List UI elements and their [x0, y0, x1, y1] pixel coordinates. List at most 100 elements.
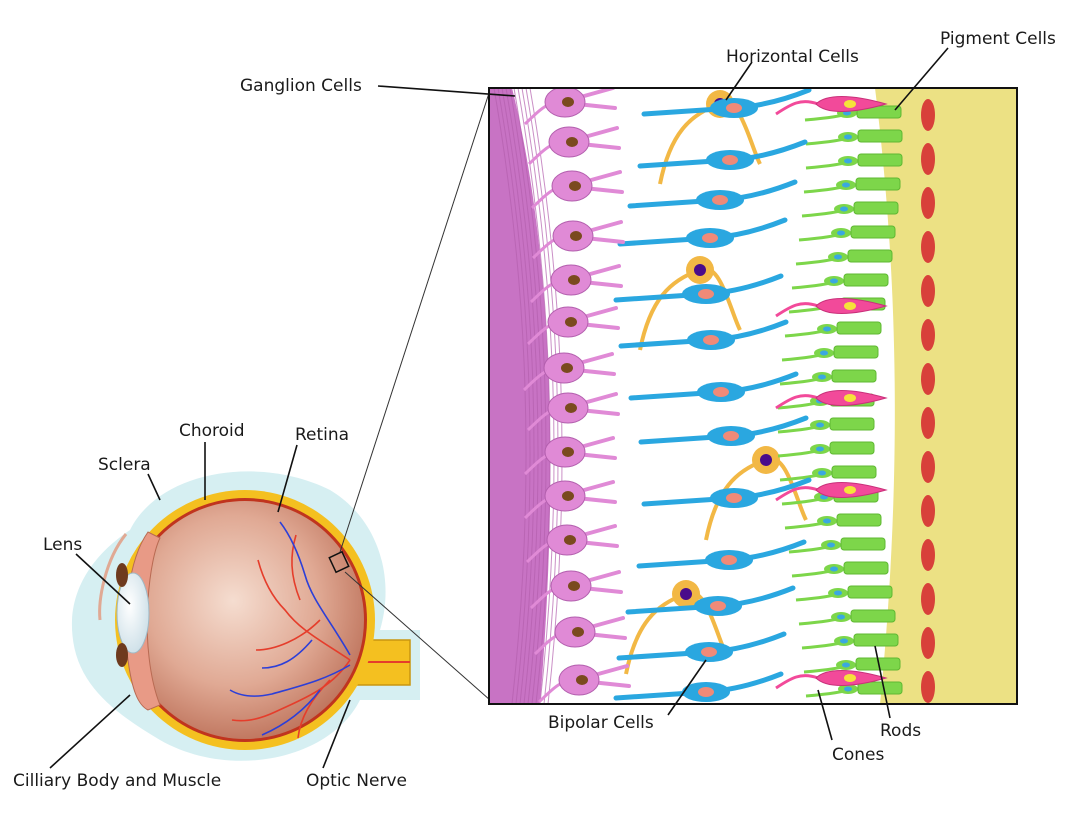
- eyeball-illustration: [71, 89, 491, 761]
- pigment-epithelium: [875, 88, 1017, 704]
- cone-nucleus: [844, 486, 856, 494]
- lens-shape: [116, 572, 150, 654]
- rod-outer-segment: [847, 585, 893, 599]
- cone-stalk: [775, 302, 819, 318]
- cone-nucleus: [844, 100, 856, 108]
- nerve-fiber-line: [505, 88, 539, 704]
- rod-outer-segment: [836, 321, 882, 335]
- pigment-cell-nucleus: [921, 363, 935, 395]
- rod-nucleus: [816, 422, 824, 428]
- labels: Ganglion Cells Horizontal Cells Pigment …: [13, 29, 1056, 791]
- rod-nucleus: [844, 686, 852, 692]
- rod-nucleus: [818, 470, 826, 476]
- ganglion-cells: [522, 88, 631, 704]
- rod-outer-segment: [831, 369, 877, 383]
- bipolar-nucleus: [713, 387, 729, 397]
- label-choroid: Choroid: [179, 421, 245, 441]
- rod-outer-segment: [850, 225, 896, 239]
- label-cones: Cones: [832, 745, 885, 765]
- rod-nucleus: [823, 326, 831, 332]
- rod-outer-segment: [855, 177, 901, 191]
- retina-panel: [489, 88, 1017, 704]
- nerve-fiber-line: [513, 88, 547, 704]
- ganglion-nucleus: [566, 137, 578, 147]
- bipolar-nucleus: [710, 601, 726, 611]
- rod-nucleus: [834, 590, 842, 596]
- cone-stalk: [775, 394, 819, 410]
- nerve-fiber-line: [501, 88, 535, 704]
- bipolar-nucleus: [698, 687, 714, 697]
- pigment-cell-nucleus: [921, 99, 935, 131]
- bipolar-nucleus: [701, 647, 717, 657]
- ganglion-nucleus: [565, 317, 577, 327]
- pigment-cell-nucleus: [921, 407, 935, 439]
- rod-outer-segment: [840, 537, 886, 551]
- ganglion-nucleus: [576, 675, 588, 685]
- ganglion-nucleus: [570, 231, 582, 241]
- ganglion-nucleus: [568, 275, 580, 285]
- label-bipolar-cells: Bipolar Cells: [548, 713, 654, 733]
- ganglion-nucleus: [562, 447, 574, 457]
- bipolar-nucleus: [702, 233, 718, 243]
- cones: [775, 96, 888, 690]
- rod-outer-segment: [847, 249, 893, 263]
- pigment-cell-nucleus: [921, 539, 935, 571]
- rod-nucleus: [834, 254, 842, 260]
- rod-outer-segment: [857, 681, 903, 695]
- ganglion-nucleus: [561, 363, 573, 373]
- eyeball-body: [126, 501, 364, 739]
- label-pigment-cells: Pigment Cells: [940, 29, 1056, 49]
- rod-nucleus: [840, 638, 848, 644]
- label-ciliary-body: Cilliary Body and Muscle: [13, 771, 221, 791]
- rod-nucleus: [830, 566, 838, 572]
- rod-outer-segment: [833, 345, 879, 359]
- rod-nucleus: [823, 518, 831, 524]
- rod-outer-segment: [853, 633, 899, 647]
- horizontal-nucleus: [680, 588, 692, 600]
- label-ganglion-cells: Ganglion Cells: [240, 76, 362, 96]
- bipolar-nucleus: [721, 555, 737, 565]
- rod-nucleus: [830, 278, 838, 284]
- bipolar-nucleus: [726, 103, 742, 113]
- pigment-cell-nucleus: [921, 187, 935, 219]
- pigment-cell-nucleus: [921, 671, 935, 703]
- leader-lines: [49, 47, 949, 769]
- zoom-marker: [328, 550, 350, 574]
- bipolar-nucleus: [726, 493, 742, 503]
- rod-nucleus: [827, 542, 835, 548]
- rod-outer-segment: [829, 417, 875, 431]
- rod-nucleus: [837, 614, 845, 620]
- label-rods: Rods: [880, 721, 921, 741]
- rod-nucleus: [816, 446, 824, 452]
- cone-nucleus: [844, 674, 856, 682]
- cone-stalk: [775, 674, 819, 690]
- ganglion-nucleus: [568, 581, 580, 591]
- rod-outer-segment: [850, 609, 896, 623]
- pigment-cell-nucleus: [921, 143, 935, 175]
- cone-stalk: [775, 100, 819, 116]
- pigment-cell-nucleus: [921, 231, 935, 263]
- horizontal-nucleus: [694, 264, 706, 276]
- ganglion-nucleus: [562, 491, 574, 501]
- bipolar-nucleus: [723, 431, 739, 441]
- pigment-cell-nucleus: [921, 451, 935, 483]
- rod-nucleus: [842, 182, 850, 188]
- bipolar-cells: [613, 88, 812, 702]
- ganglion-nucleus: [564, 535, 576, 545]
- rod-outer-segment: [857, 129, 903, 143]
- pigment-cell-nucleus: [921, 275, 935, 307]
- rod-outer-segment: [843, 273, 889, 287]
- pigment-cell-nucleus: [921, 319, 935, 351]
- rod-nucleus: [844, 134, 852, 140]
- rod-outer-segment: [843, 561, 889, 575]
- bipolar-nucleus: [698, 289, 714, 299]
- bipolar-nucleus: [712, 195, 728, 205]
- nerve-fiber-line: [493, 88, 527, 704]
- nerve-fiber-line: [497, 88, 531, 704]
- rod-nucleus: [840, 206, 848, 212]
- retina-panel-frame: [488, 87, 1018, 705]
- rod-nucleus: [818, 374, 826, 380]
- cone-nucleus: [844, 394, 856, 402]
